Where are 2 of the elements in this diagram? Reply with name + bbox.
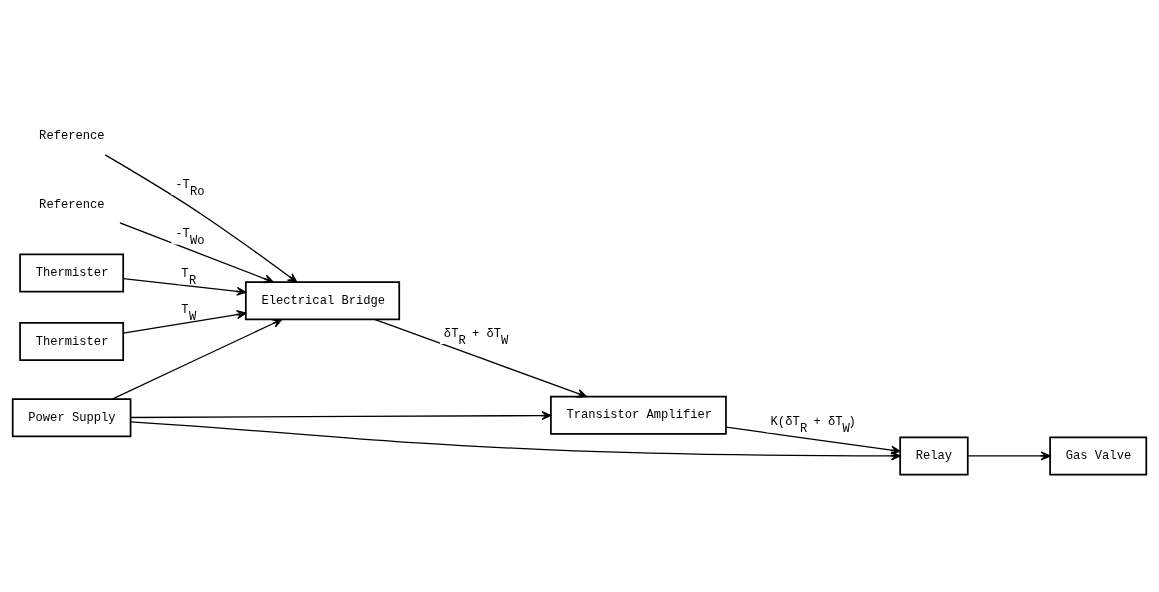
node-text: Reference	[39, 197, 105, 212]
node-text: Reference	[39, 129, 105, 144]
